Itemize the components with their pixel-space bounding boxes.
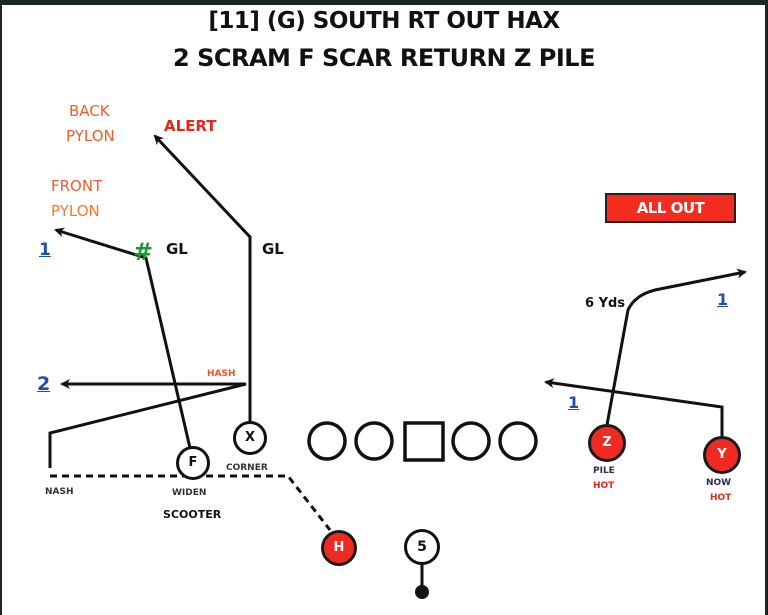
- play-title-line1: [11] (G) SOUTH RT OUT HAX: [208, 8, 560, 34]
- player-z: Z: [588, 424, 626, 462]
- player-y: Y: [703, 436, 741, 474]
- ol-left-guard: [354, 421, 394, 461]
- hot-label-y: HOT: [710, 493, 732, 503]
- read-number-left-1: 1: [39, 240, 51, 260]
- x-route: [153, 134, 252, 425]
- now-label: NOW: [706, 478, 732, 488]
- player-f: F: [176, 446, 210, 480]
- ol-center: [403, 421, 445, 462]
- ol-right-guard: [451, 421, 491, 461]
- gl-label-right: GL: [262, 240, 284, 258]
- hot-label-z: HOT: [593, 481, 615, 491]
- ol-left-tackle: [307, 421, 347, 461]
- player-h: H: [321, 530, 357, 566]
- read-number-left-2: 2: [37, 373, 51, 395]
- front-pylon-label-2: PYLON: [51, 202, 100, 220]
- read-number-right-mid: 1: [568, 393, 580, 412]
- y-route: [544, 378, 724, 437]
- z-route: [605, 268, 747, 426]
- hash-label: HASH: [207, 369, 236, 379]
- ol-right-tackle: [498, 421, 538, 461]
- back-pylon-label-1: BACK: [69, 102, 110, 120]
- pile-label: PILE: [593, 466, 615, 476]
- green-read-mark: #: [133, 238, 154, 266]
- six-yds-label: 6 Yds: [585, 296, 626, 311]
- corner-label: CORNER: [226, 463, 268, 473]
- alert-label: ALERT: [164, 117, 217, 135]
- nash-route: [48, 379, 247, 468]
- qb-dot: [415, 585, 429, 599]
- motion-line: [50, 474, 332, 531]
- player-x: X: [233, 421, 267, 455]
- read-number-right-top: 1: [717, 290, 729, 309]
- player-qb: 5: [404, 529, 440, 565]
- nash-label: NASH: [45, 487, 74, 497]
- gl-label-left: GL: [166, 240, 188, 258]
- all-out-badge: ALL OUT: [605, 193, 736, 223]
- front-pylon-label-1: FRONT: [51, 177, 103, 195]
- back-pylon-label-2: PYLON: [66, 127, 115, 145]
- widen-label: WIDEN: [172, 488, 207, 498]
- scooter-label: SCOOTER: [163, 508, 222, 521]
- play-title-line2: 2 SCRAM F SCAR RETURN Z PILE: [173, 44, 595, 72]
